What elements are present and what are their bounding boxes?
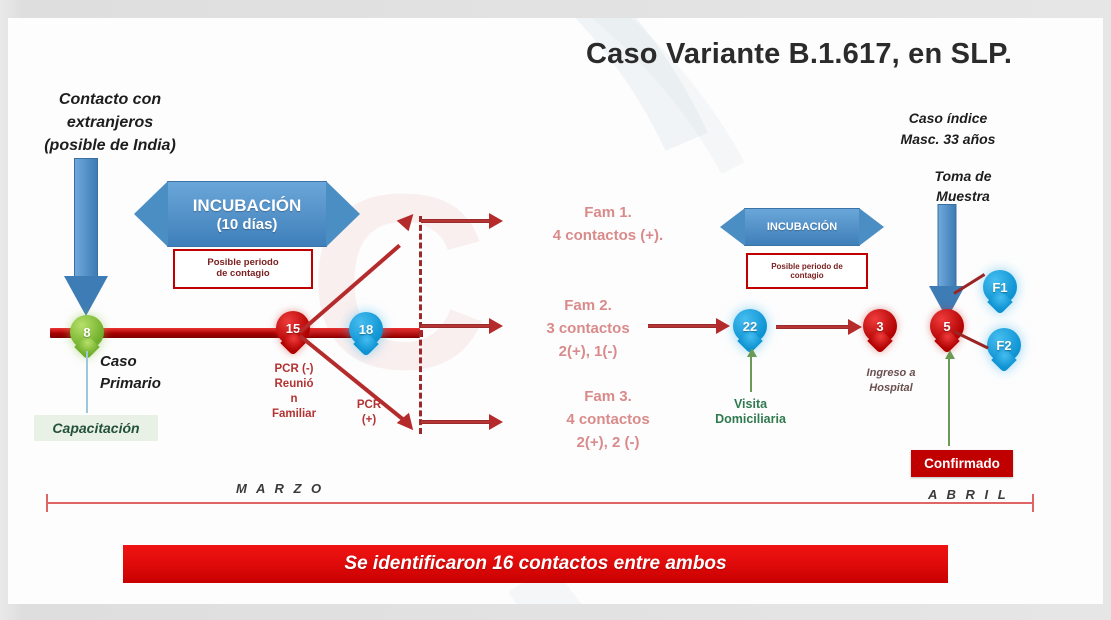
node-pcr-positivo[interactable]: 18 [349, 312, 383, 357]
label-caso-primario: Caso Primario [100, 353, 161, 392]
down-arrow-toma-muestra [929, 204, 965, 322]
family-3-detail: 4 contactos 2(+), 2 (-) [566, 411, 650, 451]
family-3-name: Fam 3. [584, 388, 632, 405]
node-f2-number: F2 [996, 337, 1012, 353]
background-swoosh-3 [318, 18, 1103, 604]
node-toma-muestra[interactable]: 5 [930, 309, 964, 354]
node-caso-primario[interactable]: 8 [70, 315, 104, 360]
family-1-detail: 4 contactos (+). [552, 227, 664, 244]
family-block-2: Fam 2. 3 contactos 2(+), 1(-) [513, 294, 663, 363]
family-2-name: Fam 2. [564, 297, 612, 314]
label-contacto-extranjeros: Contacto con extranjeros (posible de Ind… [44, 91, 176, 154]
node-toma-muestra-number: 5 [943, 318, 951, 334]
label-month-marzo: M A R Z O [236, 481, 325, 496]
arrow-visita-domiciliaria [747, 348, 757, 392]
slide-card: C Caso Variante B.1.617, en SLP. Contact… [8, 18, 1103, 604]
contagio-box-left: Posible periodo de contagio [173, 249, 313, 289]
branch-up-arrowhead [396, 208, 420, 232]
node-visita-domiciliaria[interactable]: 22 [733, 309, 767, 354]
label-toma-muestra: Toma de Muestra [934, 168, 992, 204]
label-capacitacion: Capacitación [34, 415, 158, 441]
contagio-box-right: Posible periodo de contagio [746, 253, 868, 289]
incubation-left-subtitle: (10 días) [216, 215, 278, 233]
node-pcr-negativo[interactable]: 15 [276, 311, 310, 356]
node-pcr-negativo-number: 15 [285, 320, 301, 336]
down-arrow-left [64, 158, 108, 320]
timeline-bar-main [50, 328, 420, 338]
family-block-3: Fam 3. 4 contactos 2(+), 2 (-) [513, 385, 703, 454]
node-f1[interactable]: F1 [983, 270, 1017, 315]
family-block-1: Fam 1. 4 contactos (+). [513, 201, 703, 247]
incubation-arrow-right: INCUBACIÓN [720, 208, 884, 246]
annotation-pcr-negativo: PCR (-) Reunió n Familiar [271, 363, 317, 420]
label-caso-indice: Caso índice Masc. 33 años [900, 110, 996, 147]
label-ingreso-hospital: Ingreso a Hospital [866, 367, 916, 394]
annotation-pcr-positivo: PCR (+) [356, 399, 382, 426]
stem-capacitacion [86, 351, 88, 413]
family-2-detail: 3 contactos 2(+), 1(-) [546, 320, 630, 360]
incubation-arrow-left: INCUBACIÓN (10 días) [134, 181, 360, 247]
node-f1-number: F1 [992, 279, 1008, 295]
node-ingreso-hospital[interactable]: 3 [863, 309, 897, 354]
node-caso-primario-number: 8 [83, 324, 91, 340]
status-badge-confirmado: Confirmado [911, 450, 1013, 477]
time-axis-start-tick [46, 494, 48, 512]
node-visita-number: 22 [742, 318, 758, 334]
page-title: Caso Variante B.1.617, en SLP. [586, 38, 1013, 70]
dashed-divider [419, 216, 422, 434]
node-f2[interactable]: F2 [987, 328, 1021, 373]
label-month-abril: A B R I L [928, 487, 1009, 502]
time-axis-end-tick [1032, 494, 1034, 512]
incubation-left-title: INCUBACIÓN [192, 195, 302, 215]
family-1-name: Fam 1. [584, 204, 632, 221]
node-pcr-positivo-number: 18 [358, 321, 374, 337]
node-ingreso-number: 3 [876, 318, 884, 334]
time-axis [46, 502, 1034, 504]
bottom-banner: Se identificaron 16 contactos entre ambo… [123, 545, 948, 583]
arrow-confirmado-stem [945, 350, 955, 446]
incubation-right-title: INCUBACIÓN [766, 221, 838, 233]
label-visita-domiciliaria: Visita Domiciliaria [715, 397, 786, 426]
